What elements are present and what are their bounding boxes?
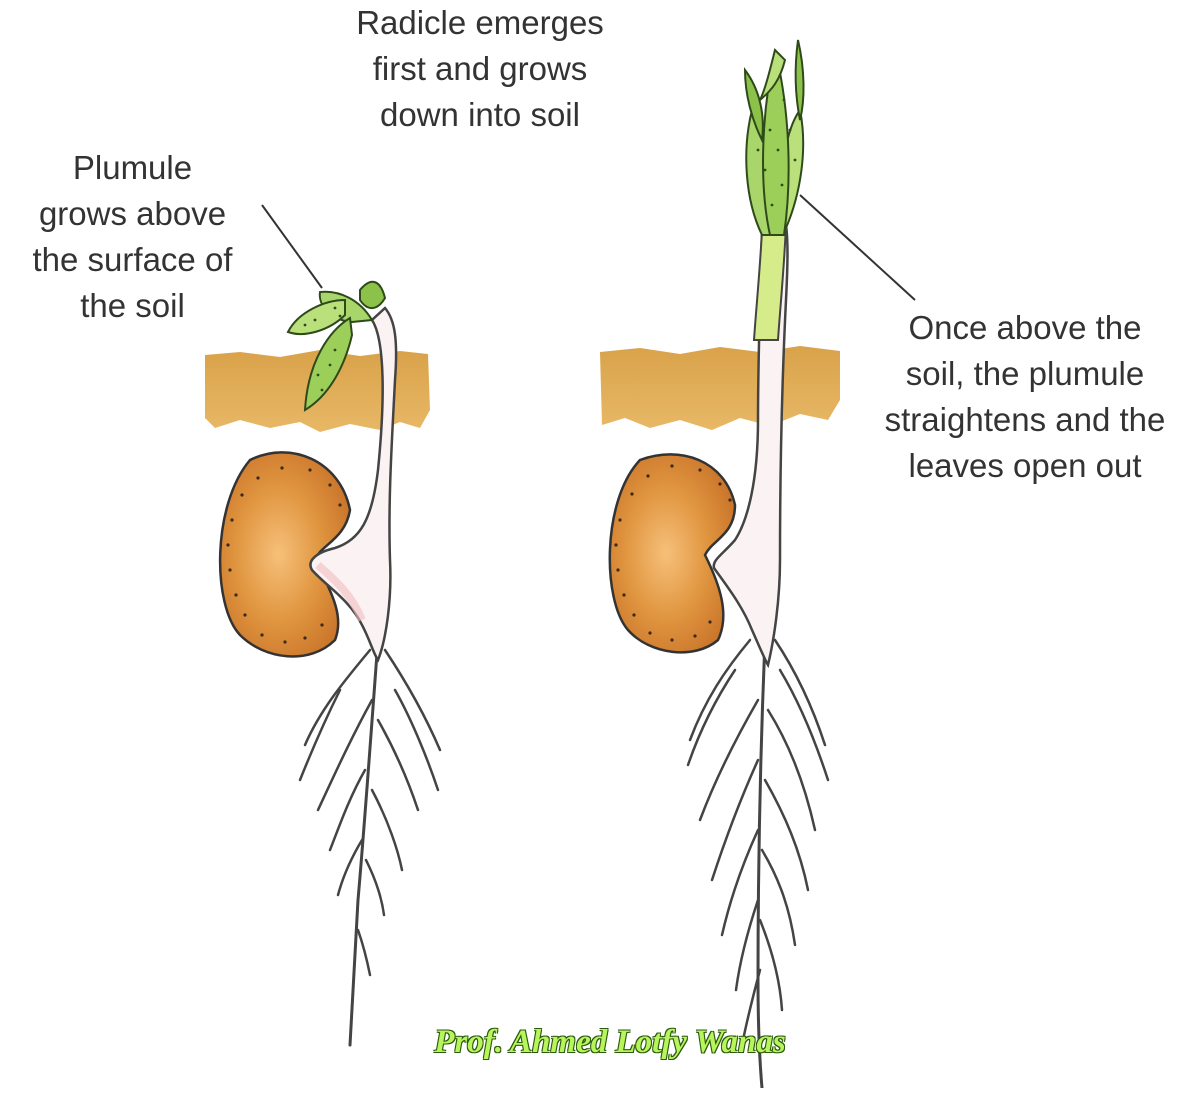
right-seed	[610, 454, 735, 652]
plumule-caption: Plumule grows above the surface of the s…	[5, 145, 260, 329]
straighten-caption-line: leaves open out	[850, 443, 1200, 489]
plumule-pointer-line	[262, 205, 322, 288]
right-plumule-leaves	[745, 40, 804, 235]
radicle-caption-line: down into soil	[325, 92, 635, 138]
right-roots	[688, 640, 828, 1088]
straighten-caption-line: straightens and the	[850, 397, 1200, 443]
right-soil-layer	[600, 346, 840, 430]
straighten-caption-line: soil, the plumule	[850, 351, 1200, 397]
right-seedling	[600, 40, 915, 1088]
straighten-caption: Once above the soil, the plumule straigh…	[850, 305, 1200, 489]
radicle-caption-line: Radicle emerges	[325, 0, 635, 46]
plumule-caption-line: grows above	[5, 191, 260, 237]
author-credit: Prof. Ahmed Lotfy Wanas	[400, 1024, 820, 1061]
straighten-pointer-line	[800, 195, 915, 300]
straighten-caption-line: Once above the	[850, 305, 1200, 351]
plumule-caption-line: the soil	[5, 283, 260, 329]
radicle-caption-line: first and grows	[325, 46, 635, 92]
left-seedling	[205, 205, 440, 1045]
plumule-caption-line: Plumule	[5, 145, 260, 191]
left-roots	[300, 640, 440, 1045]
radicle-caption: Radicle emerges first and grows down int…	[325, 0, 635, 138]
plumule-caption-line: the surface of	[5, 237, 260, 283]
